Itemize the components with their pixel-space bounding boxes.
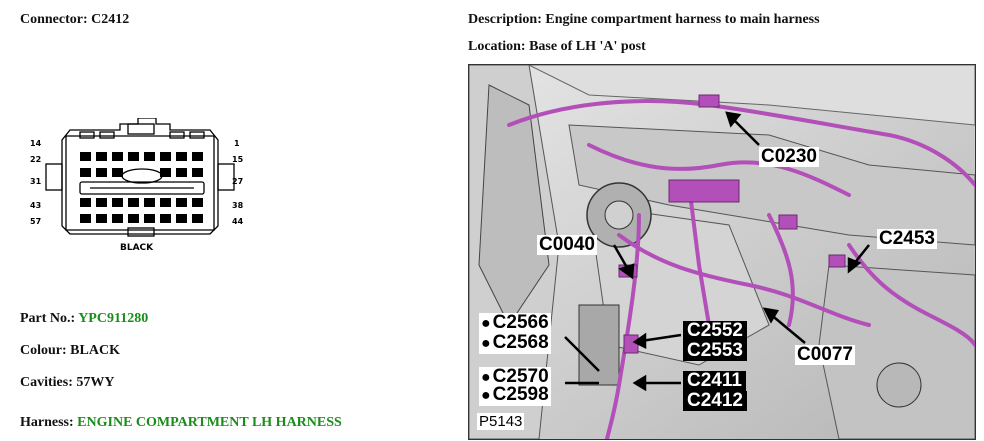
pin-22: 22 (30, 155, 41, 164)
connector-face-drawing: 14 1 22 15 31 27 43 38 57 44 BLACK (30, 118, 244, 253)
colour-label: Colour: (20, 343, 67, 358)
cavities-value: 57WY (76, 375, 115, 390)
pin-38: 38 (232, 201, 244, 210)
callout-c2453: C2453 (877, 228, 937, 249)
pin-27: 27 (232, 177, 243, 186)
location-illustration: C0230 C0040 C2453 C0077 C2566 C2568 C257… (468, 64, 976, 440)
connector-colour-caption: BLACK (120, 243, 154, 253)
colour-value: BLACK (70, 343, 120, 358)
connector-value: C2412 (91, 12, 130, 27)
callout-c2598: C2598 (479, 385, 551, 406)
part-number-link[interactable]: YPC911280 (78, 311, 149, 326)
harness-link[interactable]: ENGINE COMPARTMENT LH HARNESS (77, 415, 342, 430)
location-line: Location: Base of LH 'A' post (468, 39, 646, 55)
callout-c2552: C2552 (683, 321, 747, 341)
colour-line: Colour: BLACK (20, 343, 120, 359)
part-number-line: Part No.: YPC911280 (20, 311, 148, 327)
callout-c0077: C0077 (795, 344, 855, 365)
description-line: Description: Engine compartment harness … (468, 12, 820, 28)
harness-label: Harness: (20, 415, 74, 430)
pin-31: 31 (30, 177, 42, 186)
callout-c2411: C2411 (683, 371, 746, 391)
callout-c2568: C2568 (479, 333, 551, 354)
description-value: Engine compartment harness to main harne… (545, 12, 820, 27)
pin-14: 14 (30, 139, 42, 148)
callout-c2566: C2566 (479, 313, 551, 334)
pin-1: 1 (234, 139, 240, 148)
description-label: Description: (468, 12, 542, 27)
location-value: Base of LH 'A' post (529, 39, 646, 54)
connector-label: Connector: (20, 12, 88, 27)
pin-44: 44 (232, 217, 244, 226)
location-label: Location: (468, 39, 526, 54)
callout-c2412: C2412 (683, 391, 747, 411)
connector-title: Connector: C2412 (20, 12, 129, 28)
pin-43: 43 (30, 201, 41, 210)
callout-c0230: C0230 (759, 146, 819, 167)
harness-line: Harness: ENGINE COMPARTMENT LH HARNESS (20, 415, 342, 431)
pin-57: 57 (30, 217, 41, 226)
figure-code: P5143 (477, 413, 525, 430)
callout-c2553: C2553 (683, 341, 747, 361)
callout-c0040: C0040 (537, 234, 597, 255)
part-label: Part No.: (20, 311, 76, 326)
callout-c2570: C2570 (479, 367, 551, 388)
cavities-label: Cavities: (20, 375, 73, 390)
cavities-line: Cavities: 57WY (20, 375, 115, 391)
pin-15: 15 (232, 155, 244, 164)
